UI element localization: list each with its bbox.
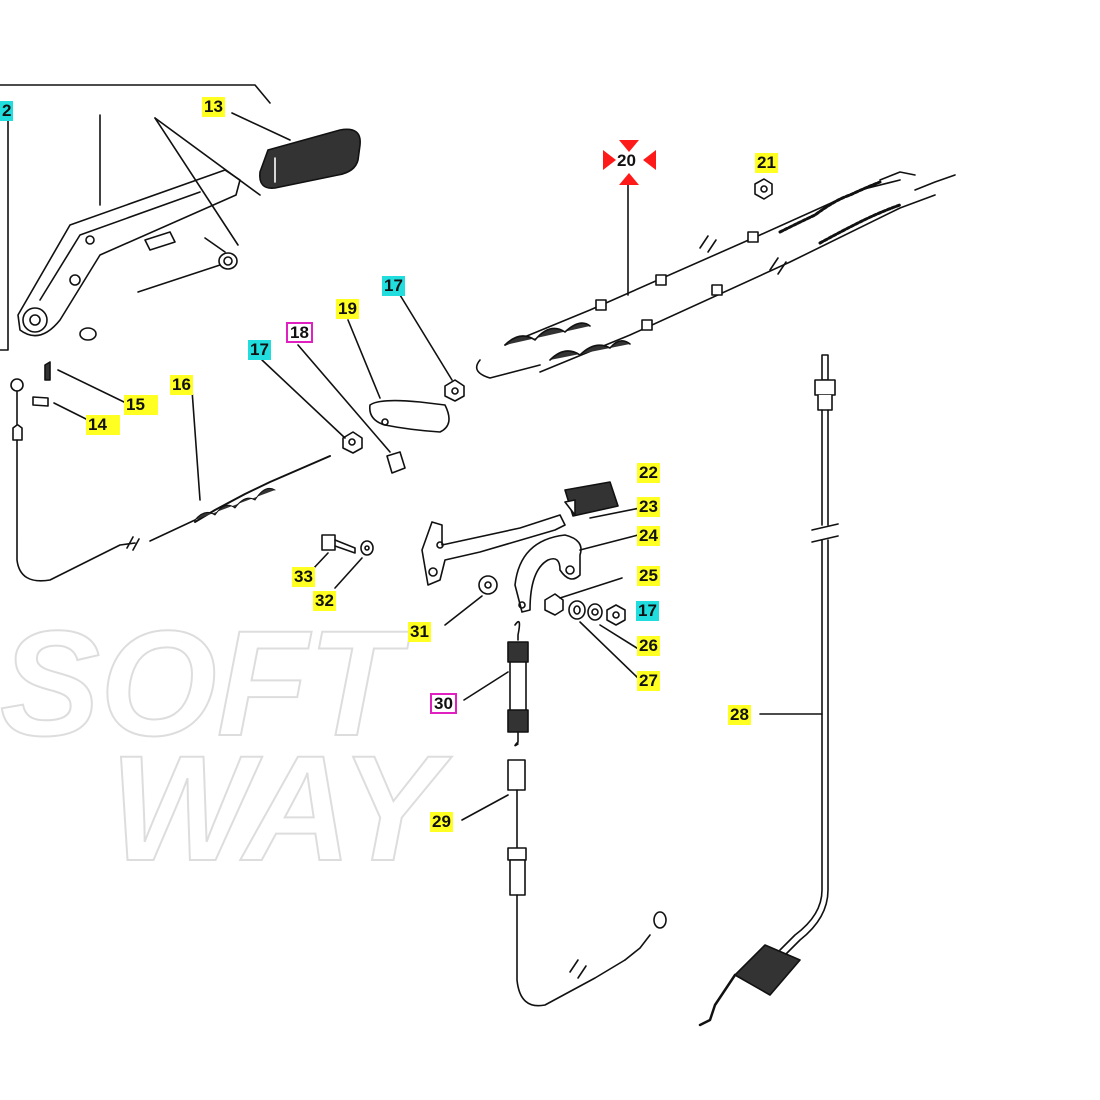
watermark-softway: SOFT WAY [0, 598, 453, 893]
part-label-23[interactable]: 23 [637, 497, 660, 517]
part-label-30[interactable]: 30 [430, 693, 457, 714]
washers [444, 575, 641, 681]
nuts-and-bushings [261, 294, 465, 474]
part-label-24[interactable]: 24 [637, 526, 660, 546]
nut-21 [754, 178, 773, 200]
part-label-20[interactable]: 20 [617, 151, 636, 170]
handbrake-lever [0, 111, 261, 351]
cable-double [475, 171, 956, 379]
part-label-17-top[interactable]: 17 [382, 276, 405, 296]
cable-29 [461, 759, 667, 1007]
part-label-33[interactable]: 33 [292, 567, 315, 587]
part-label-2[interactable]: 2 [0, 101, 14, 121]
part-label-15[interactable]: 15 [124, 395, 158, 415]
watermark-line2: WAY [110, 724, 452, 892]
part-label-17-left[interactable]: 17 [248, 340, 271, 360]
part-label-31[interactable]: 31 [408, 622, 431, 642]
part-label-29[interactable]: 29 [430, 812, 453, 832]
part-label-26[interactable]: 26 [637, 636, 660, 656]
part-label-16[interactable]: 16 [170, 375, 193, 395]
pins [32, 361, 125, 421]
part-label-28[interactable]: 28 [728, 705, 751, 725]
watermark-line1: SOFT [0, 599, 411, 767]
bolt-and-washer [311, 534, 374, 589]
part-label-27[interactable]: 27 [637, 671, 660, 691]
part-label-32[interactable]: 32 [313, 591, 336, 611]
selected-marker [603, 140, 656, 185]
part-label-22[interactable]: 22 [637, 463, 660, 483]
speedo-cable [698, 354, 839, 1027]
brake-bracket [421, 481, 641, 613]
return-spring [463, 620, 529, 747]
cable-left [10, 378, 331, 582]
frame-line [0, 84, 271, 104]
part-label-19[interactable]: 19 [336, 299, 359, 319]
part-label-18[interactable]: 18 [286, 322, 313, 343]
part-label-14[interactable]: 14 [86, 415, 120, 435]
part-label-21[interactable]: 21 [755, 153, 778, 173]
part-label-13[interactable]: 13 [202, 97, 225, 117]
lever-grip [231, 112, 361, 189]
part-label-25[interactable]: 25 [637, 566, 660, 586]
part-label-17-right[interactable]: 17 [636, 601, 659, 621]
